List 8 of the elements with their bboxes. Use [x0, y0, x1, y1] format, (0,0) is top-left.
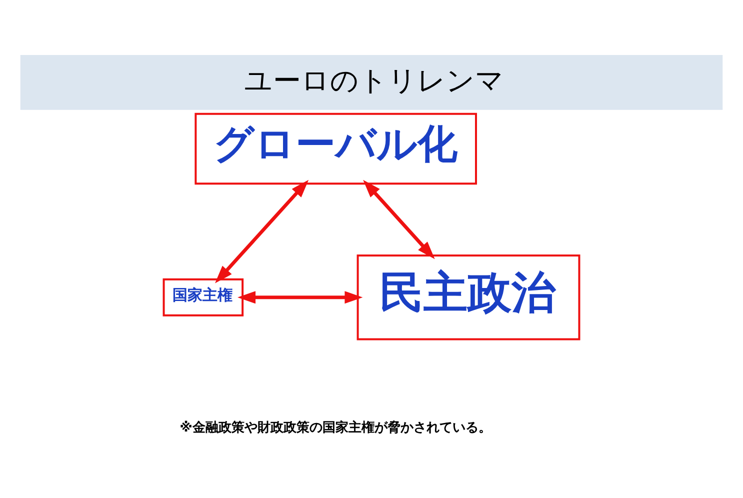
arrow — [363, 180, 435, 260]
arrow — [238, 291, 363, 304]
arrow — [215, 180, 309, 284]
node-box: グローバル化 — [194, 112, 477, 185]
node-box: 民主政治 — [356, 254, 580, 340]
label: ※金融政策や財政政策の国家主権が脅かされている。 — [180, 420, 492, 436]
node-box: 国家主権 — [162, 278, 244, 316]
diagram-title: ユーロのトリレンマ — [244, 64, 504, 97]
